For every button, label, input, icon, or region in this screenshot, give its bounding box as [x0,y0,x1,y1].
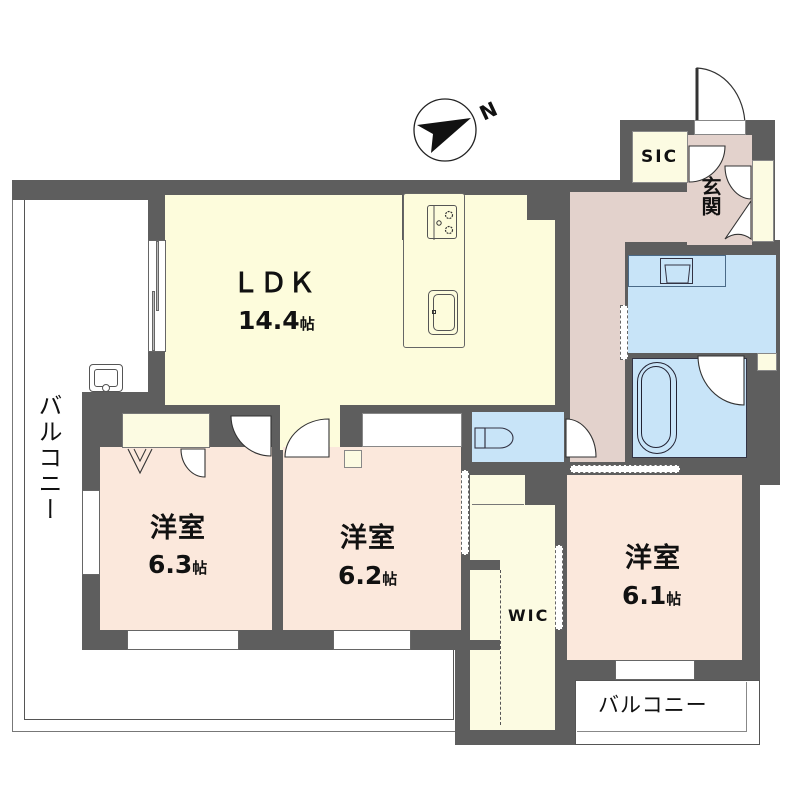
room-center-closet [362,413,462,447]
balcony-south-name: バルコニー [598,693,708,717]
ldk-name: ＬＤＫ [232,268,316,299]
toilet-room [472,412,564,462]
room-center [283,447,461,630]
balcony-sink-icon [89,364,123,392]
room-west-closet-door[interactable] [180,448,206,478]
sic-door[interactable] [688,145,728,183]
room-center-sliding-door[interactable] [461,470,469,555]
shoe-cabinet [752,160,774,242]
room-west-window-side[interactable] [82,490,100,575]
ldk-west-window[interactable] [148,240,166,352]
stove-icon [427,205,457,240]
wall-kitchen-corner [527,195,557,220]
room-west-name: 洋室 [150,513,206,544]
balcony-south-inner [577,682,747,732]
washbasin-icon [660,258,693,284]
toilet-door[interactable] [565,418,597,458]
washroom [628,255,776,353]
entrance-name: 玄関 [698,176,722,216]
wic-shelf-1 [472,490,524,505]
room-west-door[interactable] [230,415,272,457]
front-door-threshold [694,120,746,135]
sic-name: SIC [641,147,679,167]
wic-name: WIC [508,606,550,625]
room-east [567,475,742,660]
wic-sliding-door[interactable] [555,545,563,630]
wic-partition-2 [470,640,500,650]
room-west-area: 6.3帖 [148,552,207,577]
room-east-area-value: 6.1 [622,581,667,610]
shoe-cabinet-door-2[interactable] [724,199,752,241]
room-west [100,447,272,630]
room-west-window-south[interactable] [127,630,239,650]
ldk-area-value: 14.4 [238,306,300,335]
room-center-window-south[interactable] [333,630,411,650]
hallway-top [570,192,690,242]
room-center-name: 洋室 [340,523,396,554]
balcony-south [575,680,760,745]
wic [470,475,555,730]
room-west-closet [122,413,210,448]
wic-partition-1 [470,560,500,570]
wic-notch [525,475,555,505]
front-door[interactable] [695,66,747,128]
room-west-area-value: 6.3 [148,550,193,579]
washbasin-counter [628,255,726,287]
toilet-icon [474,424,514,454]
bathtub-icon [637,362,677,454]
closet-door-icon[interactable] [125,448,155,476]
room-east-area: 6.1帖 [622,583,681,608]
room-east-sliding-door[interactable] [570,465,680,473]
washroom-sliding-door[interactable] [620,305,628,360]
washroom-shelf [757,353,777,371]
room-center-area: 6.2帖 [338,563,397,588]
ldk-area: 14.4帖 [238,308,315,333]
room-ldk [165,195,555,405]
shoe-cabinet-door-1[interactable] [724,165,752,200]
room-west-area-unit: 帖 [192,559,208,577]
kitchen-sink-icon [428,290,458,335]
sic-closet [632,131,688,183]
room-east-area-unit: 帖 [666,590,682,608]
pipe-shaft [344,450,362,468]
balcony-west-name: バルコニー [34,393,62,523]
room-center-door[interactable] [284,418,330,458]
ldk-area-unit: 帖 [299,315,315,333]
room-east-window-south[interactable] [615,660,695,680]
bathroom-door[interactable] [697,355,745,407]
room-center-area-value: 6.2 [338,561,383,590]
wic-shelf-line [500,570,501,725]
room-center-area-unit: 帖 [382,570,398,588]
north-arrow-icon [413,98,503,168]
room-east-name: 洋室 [625,543,681,574]
